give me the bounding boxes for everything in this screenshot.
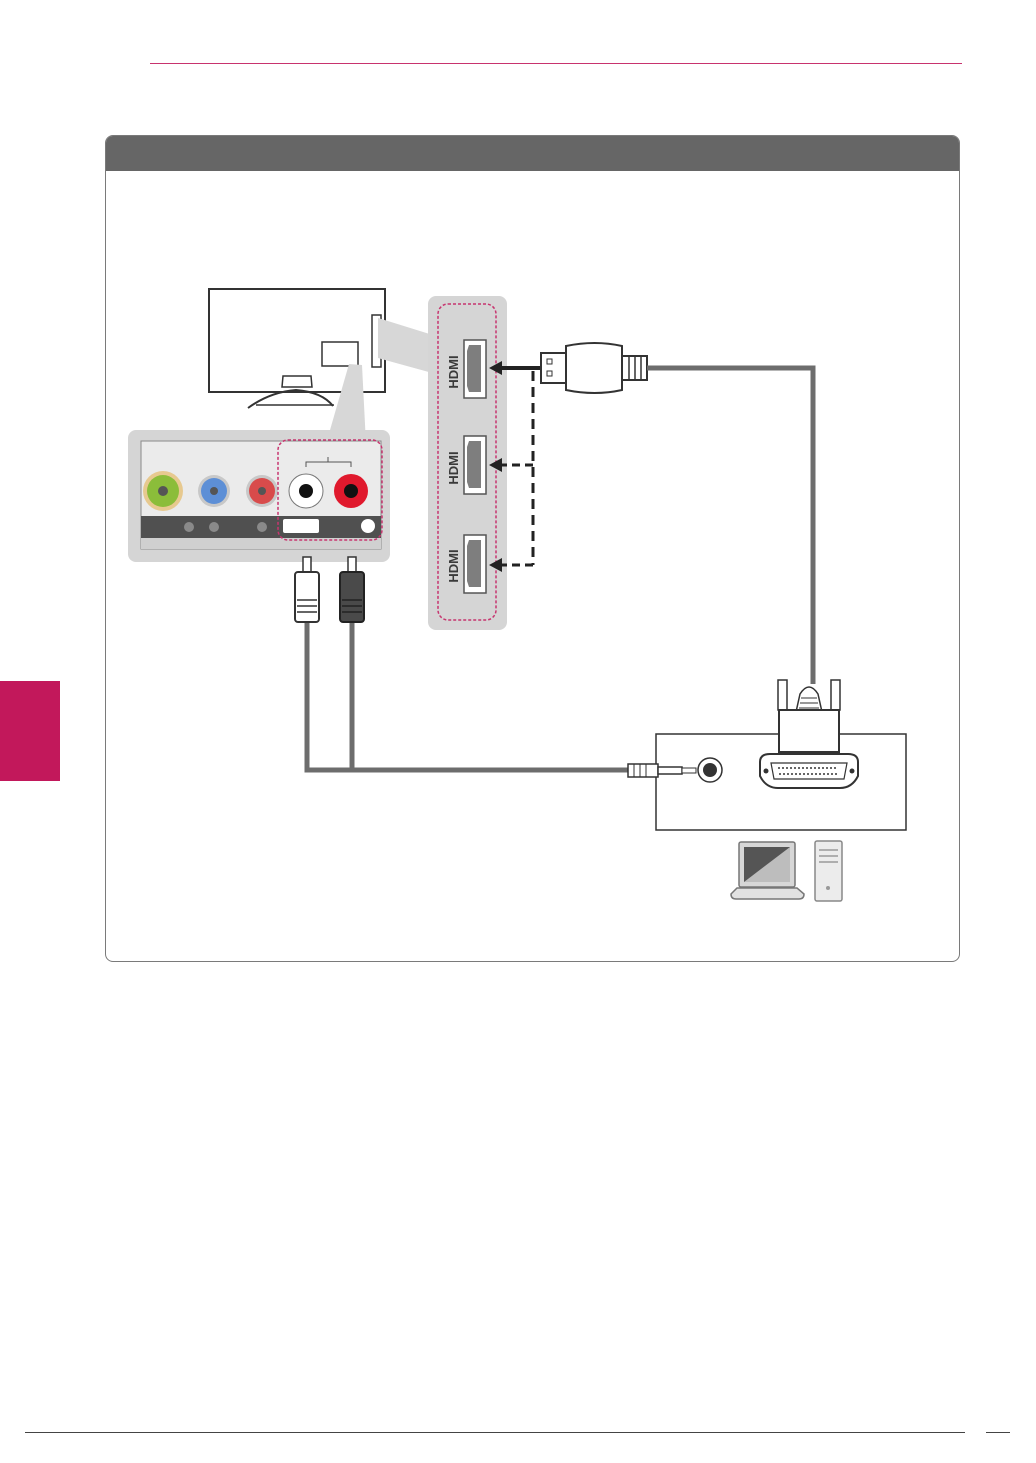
av-input-panel [128, 430, 390, 562]
hdmi-plug-icon [541, 343, 647, 393]
hdmi-port-2 [464, 436, 486, 494]
hdmi-port-1 [464, 340, 486, 398]
zoom-wedge-hdmi [378, 318, 436, 374]
rca-plug-red [340, 557, 364, 622]
page-number-marker [986, 1432, 1010, 1433]
hdmi-label-2: HDMI [446, 451, 461, 484]
pc-tower-icon [815, 841, 842, 901]
rca-plug-white [295, 557, 319, 622]
cable-lines [307, 368, 813, 770]
footer-rule [25, 1432, 965, 1433]
laptop-icon [731, 842, 804, 899]
hdmi-port-3 [464, 535, 486, 593]
hdmi-label-1: HDMI [446, 355, 461, 388]
hdmi-label-3: HDMI [446, 549, 461, 582]
